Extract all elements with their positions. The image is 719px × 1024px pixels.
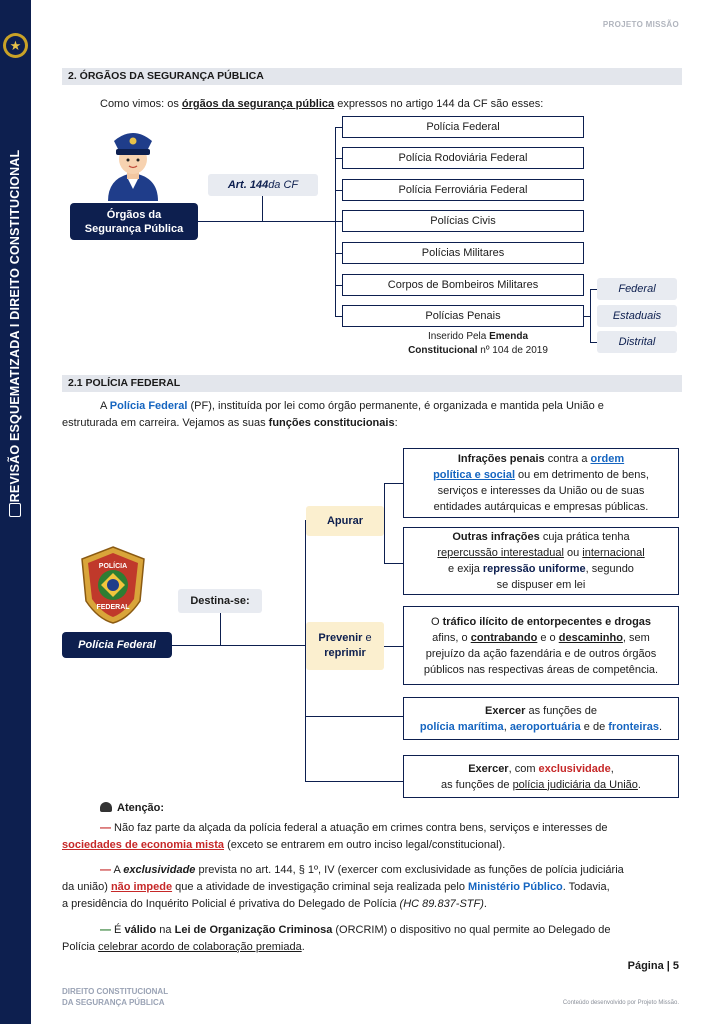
section2-paragraph: A Polícia Federal (PF), instituída por l… xyxy=(62,398,682,432)
connector xyxy=(335,253,342,254)
intro-highlight: órgãos da segurança pública xyxy=(182,98,334,110)
function-box-policia-maritima: Exercer as funções de polícia marítima, … xyxy=(403,697,679,740)
attention-item-3: — É válido na Lei de Organização Crimino… xyxy=(62,922,682,956)
connector xyxy=(335,158,342,159)
connector xyxy=(584,316,591,317)
connector xyxy=(305,716,403,717)
document-icon xyxy=(9,503,21,517)
emblem-bottom-text: FEDERAL xyxy=(96,604,130,611)
organ-item: Polícia Rodoviária Federal xyxy=(342,147,584,169)
connector xyxy=(335,127,342,128)
function-box-outras-infracoes: Outras infrações cuja prática tenha repe… xyxy=(403,527,679,595)
connector xyxy=(335,190,342,191)
organ-item: Corpos de Bombeiros Militares xyxy=(342,274,584,296)
apurar-tag: Apurar xyxy=(306,506,384,536)
connector xyxy=(384,646,403,647)
star-emblem-icon: ★ xyxy=(3,33,28,58)
section-title-1: 2. ÓRGÃOS DA SEGURANÇA PÚBLICA xyxy=(62,68,682,85)
connector xyxy=(384,483,385,563)
footer-subject: DIREITO CONSTITUCIONAL DA SEGURANÇA PÚBL… xyxy=(62,986,168,1008)
function-box-policia-judiciaria: Exercer, com exclusividade, as funções d… xyxy=(403,755,679,798)
organ-item: Polícias Civis xyxy=(342,210,584,232)
organ-item: Polícia Federal xyxy=(342,116,584,138)
attention-item-1: — Não faz parte da alçada da polícia fed… xyxy=(62,820,682,854)
organ-item: Polícias Penais xyxy=(342,305,584,327)
footer-credit: Conteúdo desenvolvido por Projeto Missão… xyxy=(563,1000,679,1006)
organ-item: Polícias Militares xyxy=(342,242,584,264)
connector xyxy=(335,221,342,222)
destina-se-tag: Destina-se: xyxy=(178,589,262,613)
connector xyxy=(590,289,597,290)
alert-icon xyxy=(100,802,112,812)
connector xyxy=(198,221,336,222)
pf-badge: Polícia Federal xyxy=(62,632,172,658)
organ-item: Polícia Ferroviária Federal xyxy=(342,179,584,201)
connector xyxy=(335,285,342,286)
connector xyxy=(220,613,221,645)
connector xyxy=(335,316,342,317)
level-estaduais: Estaduais xyxy=(597,305,677,327)
sidebar-title: REVISÃO ESQUEMATIZADA I DIREITO CONSTITU… xyxy=(8,150,22,503)
sidebar: ★ REVISÃO ESQUEMATIZADA I DIREITO CONSTI… xyxy=(0,0,31,1024)
connector xyxy=(262,196,263,221)
section-title-2: 2.1 POLÍCIA FEDERAL xyxy=(62,375,682,392)
page-number: Página | 5 xyxy=(628,960,679,972)
amendment-note: Inserido Pela Emenda Constitucional nº 1… xyxy=(378,330,578,358)
level-distrital: Distrital xyxy=(597,331,677,353)
connector xyxy=(590,342,597,343)
attention-heading: Atenção: xyxy=(100,800,164,817)
connector xyxy=(172,645,306,646)
attention-item-2: — A exclusividade prevista no art. 144, … xyxy=(62,862,682,913)
function-box-trafico: O tráfico ilícito de entorpecentes e dro… xyxy=(403,606,679,685)
emblem-top-text: POLÍCIA xyxy=(99,561,127,570)
section1-intro: Como vimos: os órgãos da segurança públi… xyxy=(100,96,543,113)
art-144-tag: Art. 144 da CF xyxy=(208,174,318,196)
connector xyxy=(305,781,403,782)
level-federal: Federal xyxy=(597,278,677,300)
connector xyxy=(384,483,403,484)
police-officer-icon xyxy=(100,127,166,201)
connector xyxy=(384,563,403,564)
header-project: PROJETO MISSÃO xyxy=(603,20,679,29)
federal-police-emblem-icon: POLÍCIA FEDERAL xyxy=(78,545,148,625)
function-box-infracoes-penais: Infrações penais contra a ordem política… xyxy=(403,448,679,518)
